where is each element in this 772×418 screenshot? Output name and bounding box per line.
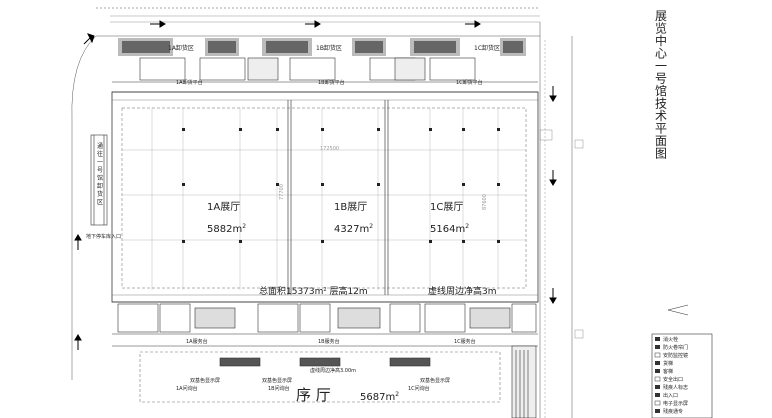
legend-item: 残疾人标志 (663, 384, 688, 391)
side-label: 通往一号馆卸货区 (97, 142, 103, 206)
legend-item: 客梯 (663, 368, 673, 375)
foyer-clearance: 虚线周边净高3.00m (310, 367, 356, 374)
screen-1: 双基色显示屏 (190, 377, 220, 384)
unloading-zone-1b: 1B卸货区 (316, 44, 342, 52)
clearance-perimeter (121, 107, 527, 289)
direction-arrows (74, 20, 557, 350)
unloading-zone-1c: 1C卸货区 (474, 44, 500, 52)
title-vertical: 展览中心一号馆技术平面图 (655, 9, 667, 161)
legend-item: 消火栓 (663, 336, 678, 343)
total-area: 总面积15373m2 层高12m (259, 285, 368, 297)
unloading-platform-1a: 1A卸货平台 (176, 79, 203, 86)
dimension-mid: 77700 (279, 184, 285, 200)
unloading-platform-1b: 1B卸货平台 (318, 79, 345, 86)
north-arrow (667, 304, 689, 316)
legend-item: 出入口 (663, 392, 678, 399)
columns (182, 128, 500, 243)
service-desk-1c: 1C服务台 (454, 338, 476, 345)
screen-2: 双基色显示屏 (262, 377, 292, 384)
foyer-desk-1a: 1A问询台 (176, 385, 198, 392)
entrance-label: 地下停车库入口 (86, 233, 121, 240)
page-title: 展览中心一号馆技术平面图 (655, 9, 667, 161)
legend-item: 防火卷帘门 (663, 344, 688, 351)
legend-item: 安全出口 (663, 376, 683, 383)
unloading-platform-1c: 1C卸货平台 (456, 79, 483, 86)
hall-1c-name: 1C展厅 (430, 201, 463, 213)
hall-1c-area: 5164m2 (430, 223, 469, 235)
loading-docks (112, 57, 538, 93)
legend-item: 货梯 (663, 360, 673, 367)
site-boundary (71, 7, 573, 418)
hall-1a-name: 1A展厅 (207, 201, 240, 213)
unloading-zone-blocks (118, 38, 526, 56)
screen-3: 双基色显示屏 (420, 377, 450, 384)
service-desk-1b: 1B服务台 (318, 338, 340, 345)
hall-outline (111, 91, 539, 303)
left-corridor (90, 134, 108, 226)
service-band (112, 301, 538, 335)
top-ruler (110, 15, 540, 23)
right-strip (539, 40, 584, 418)
unloading-zone-1a: 1A卸货区 (168, 44, 194, 52)
legend-item: 电子显示屏 (663, 400, 688, 407)
hall-1b-area: 4327m2 (334, 223, 373, 235)
hall-partitions (287, 100, 389, 295)
foyer-outline (112, 345, 538, 418)
clearance-note: 虚线周边净高3m (428, 285, 497, 297)
service-desk-1a: 1A服务台 (186, 338, 208, 345)
foyer-desk-1b: 1B问询台 (268, 385, 290, 392)
dimension-right: 87600 (482, 194, 488, 210)
foyer-area: 5687m2 (360, 391, 399, 403)
hall-1a-area: 5882m2 (207, 223, 246, 235)
legend-item: 安防监控镜 (663, 352, 688, 359)
foyer-name: 序 厅 (296, 386, 331, 404)
foyer-desk-1c: 1C问询台 (408, 385, 430, 392)
dimension-main: 172500 (320, 146, 339, 152)
column-grid (122, 108, 526, 290)
legend-box (651, 333, 713, 418)
hall-1b-name: 1B展厅 (334, 201, 367, 213)
legend-item: 残疾通专 (663, 408, 683, 415)
side-label-text: 通往一号馆卸货区 (97, 142, 103, 206)
